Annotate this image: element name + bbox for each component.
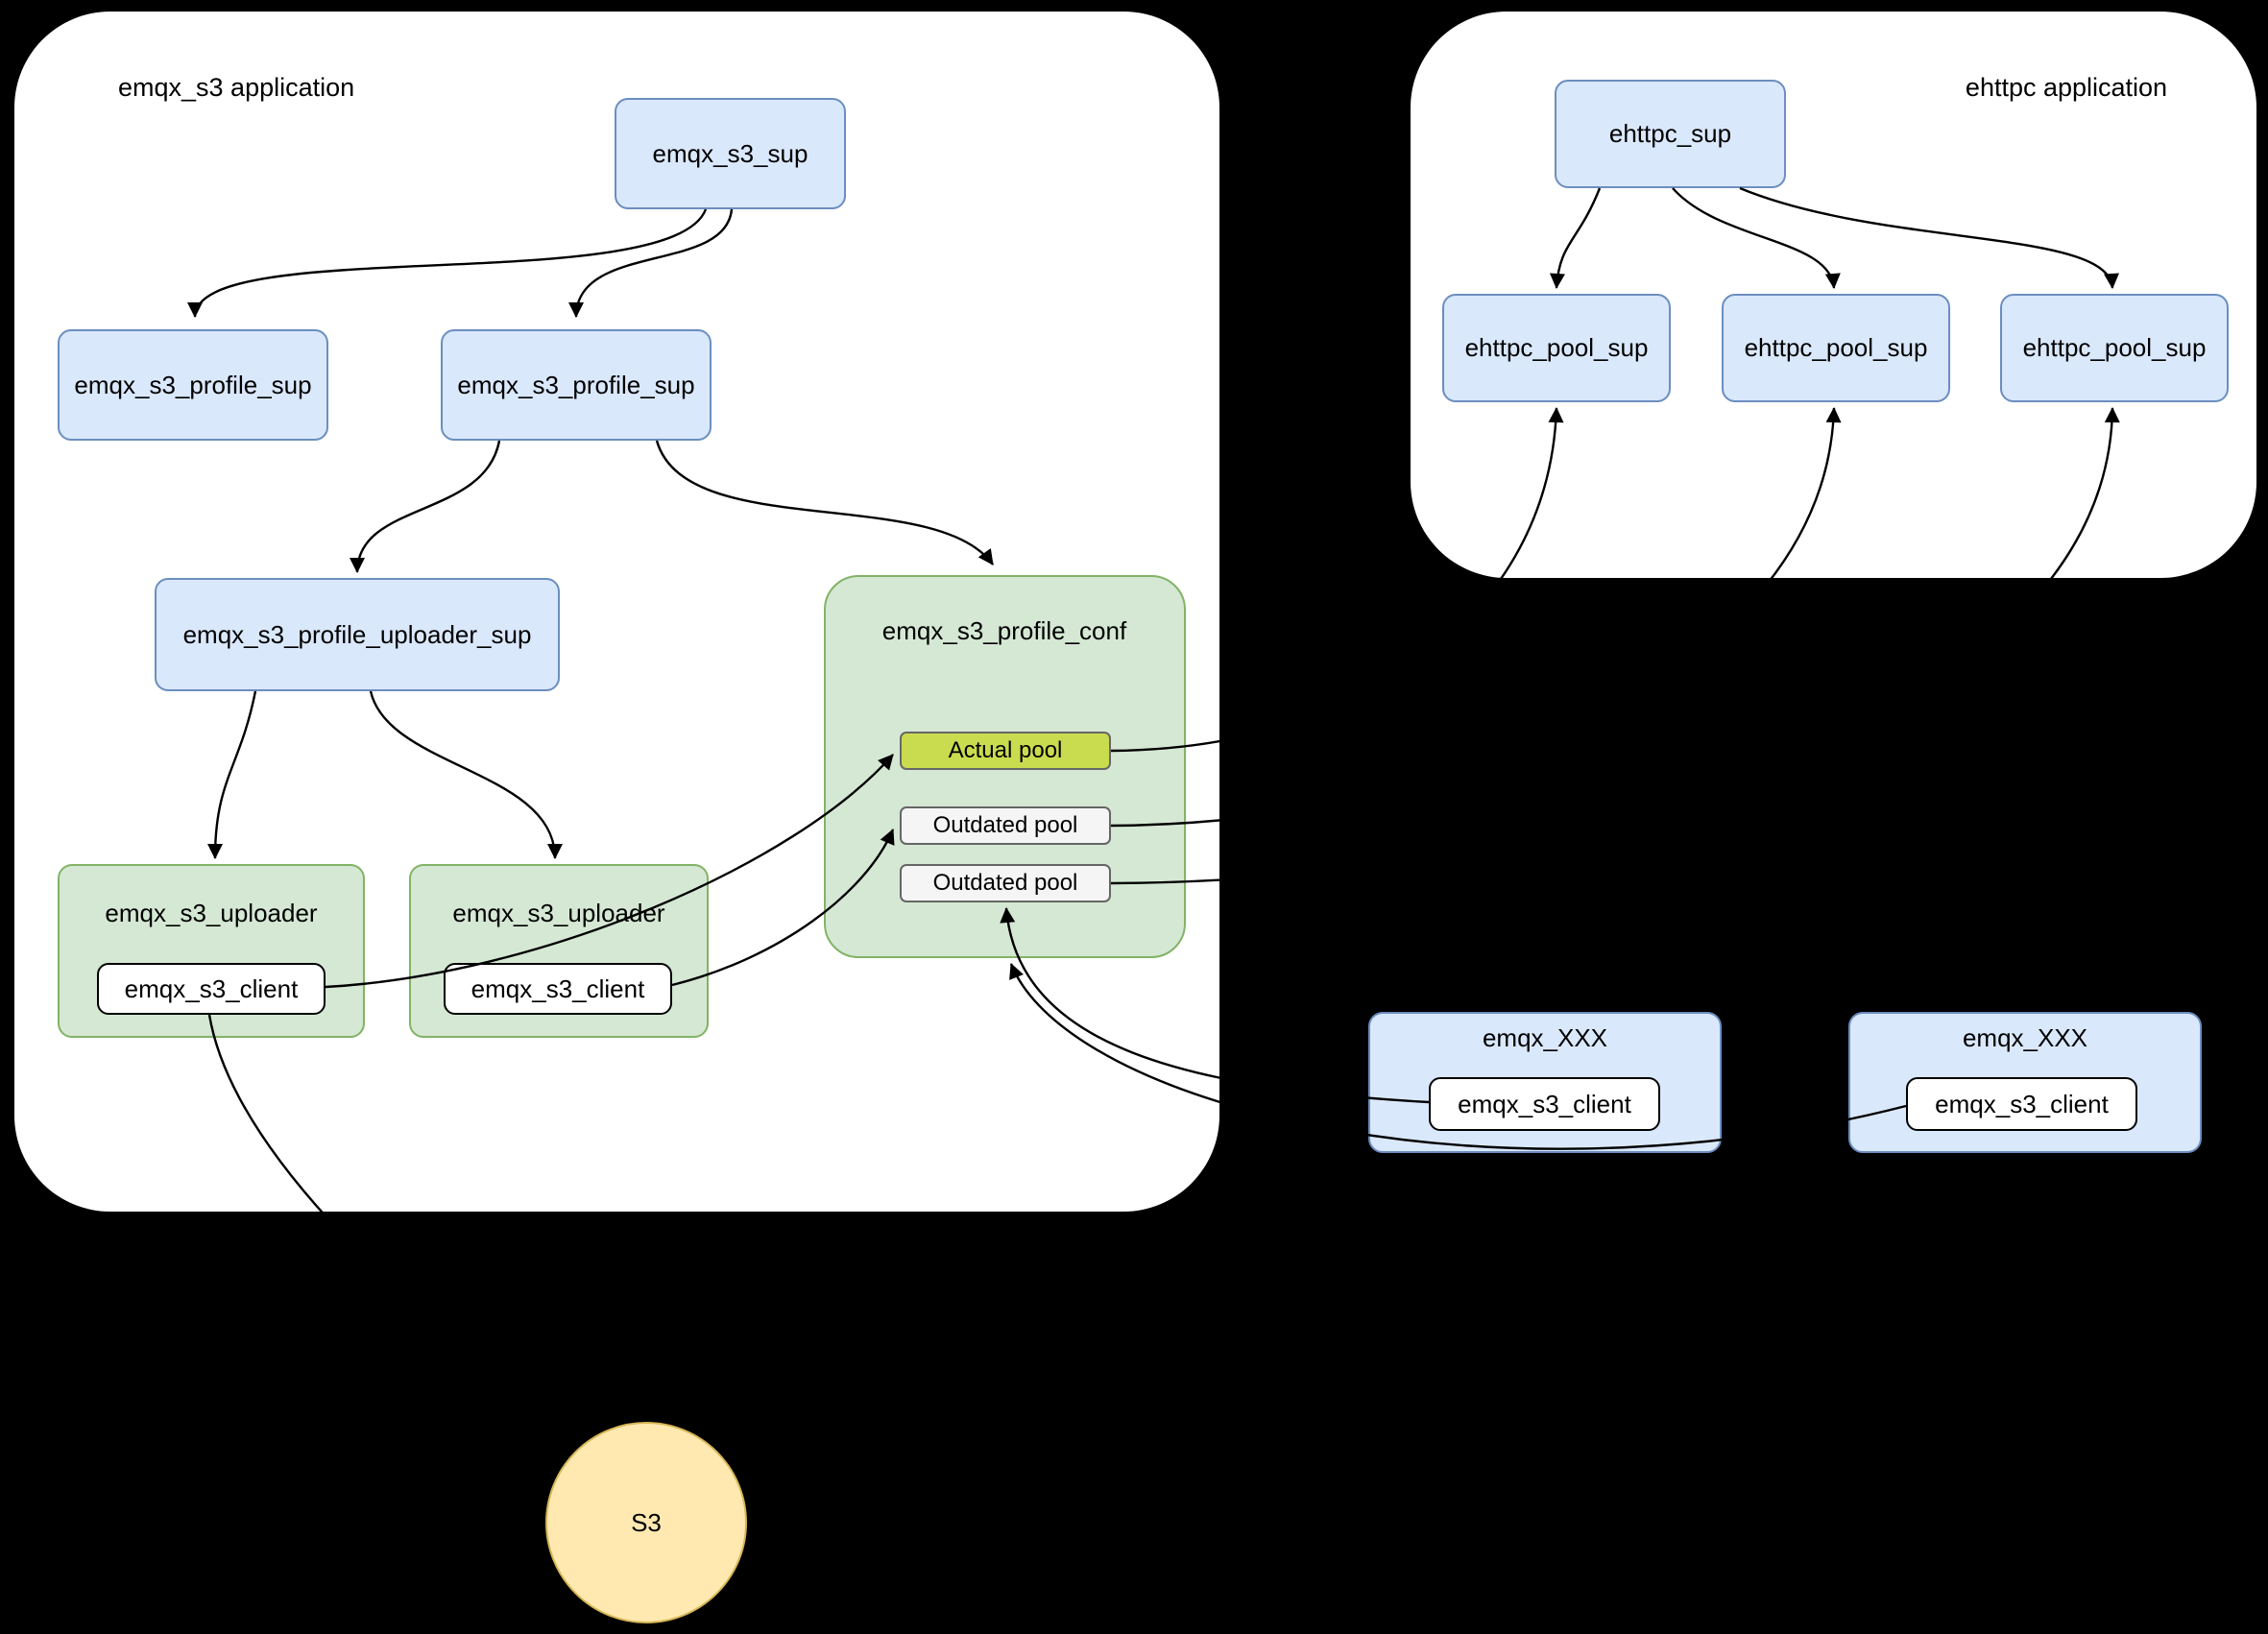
s3-circle: S3 xyxy=(545,1422,747,1623)
node-emqx-s3-profile-sup-right: emqx_s3_profile_sup xyxy=(441,329,712,441)
node-emqx-s3-profile-uploader-sup: emqx_s3_profile_uploader_sup xyxy=(155,578,560,691)
emqx-xxx-right-client-box: emqx_s3_client xyxy=(1906,1077,2137,1131)
emqx-xxx-right-title: emqx_XXX xyxy=(1962,1023,2088,1052)
node-ehttpc-pool-sup-2: ehttpc_pool_sup xyxy=(1722,294,1950,402)
actual-pool-box: Actual pool xyxy=(900,732,1111,770)
node-ehttpc-pool-sup-3: ehttpc_pool_sup xyxy=(2000,294,2229,402)
uploader-left-client-box: emqx_s3_client xyxy=(97,963,326,1015)
ehttpc-application-title: ehttpc application xyxy=(1965,73,2168,102)
outdated-pool-box-1: Outdated pool xyxy=(900,806,1111,845)
outdated-pool-box-2: Outdated pool xyxy=(900,864,1111,902)
emqx-s3-application-title: emqx_s3 application xyxy=(118,73,355,102)
uploader-right-title: emqx_s3_uploader xyxy=(452,899,665,927)
node-emqx-s3-profile-sup-left: emqx_s3_profile_sup xyxy=(58,329,328,441)
node-ehttpc-sup: ehttpc_sup xyxy=(1555,80,1786,188)
profile-conf-title: emqx_s3_profile_conf xyxy=(881,616,1127,645)
emqx-xxx-left-client-box: emqx_s3_client xyxy=(1429,1077,1660,1131)
node-ehttpc-pool-sup-1: ehttpc_pool_sup xyxy=(1442,294,1671,402)
uploader-right-client-box: emqx_s3_client xyxy=(444,963,672,1015)
node-emqx-s3-sup: emqx_s3_sup xyxy=(615,98,846,209)
emqx-xxx-left-title: emqx_XXX xyxy=(1482,1023,1608,1052)
uploader-left-title: emqx_s3_uploader xyxy=(105,899,318,927)
